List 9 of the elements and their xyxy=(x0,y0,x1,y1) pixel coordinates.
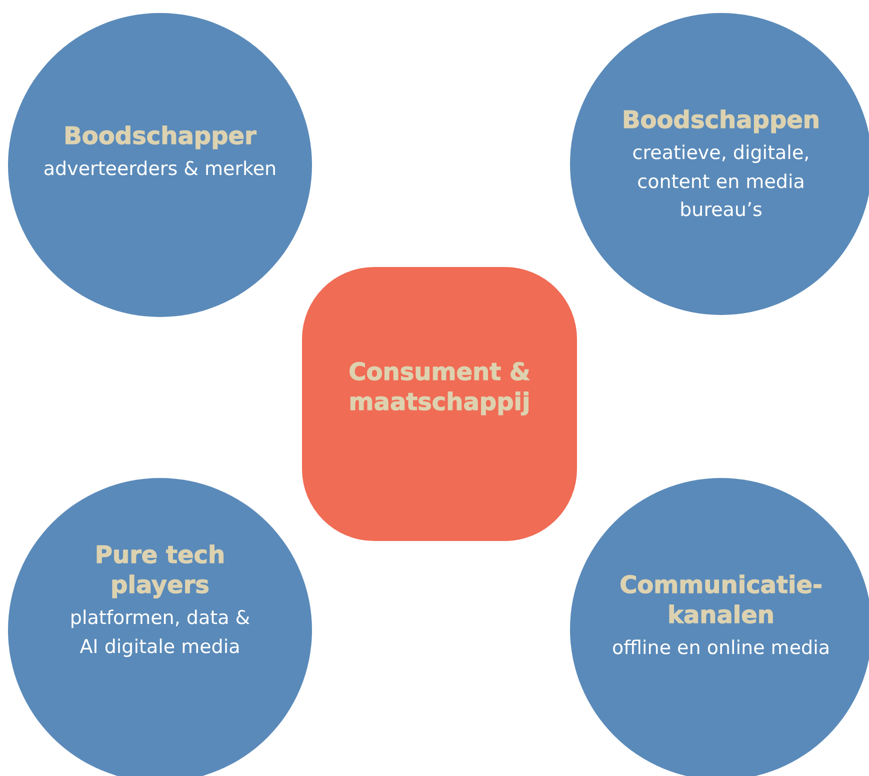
node-description: platformen, data & AI digitale media xyxy=(68,606,252,660)
node-heading: Consument & maatschappij xyxy=(348,357,532,417)
node-heading: Boodschappen xyxy=(622,105,820,135)
node-heading: Pure tech players xyxy=(94,540,226,600)
node-heading: Boodschapper xyxy=(64,121,256,151)
node-heading: Communicatie-kanalen xyxy=(618,570,824,630)
node-description: offline en online media xyxy=(612,636,830,661)
node-description: creatieve, digitale, content en media bureau’s xyxy=(631,141,811,223)
node-description: adverteerders & merken xyxy=(43,157,277,182)
